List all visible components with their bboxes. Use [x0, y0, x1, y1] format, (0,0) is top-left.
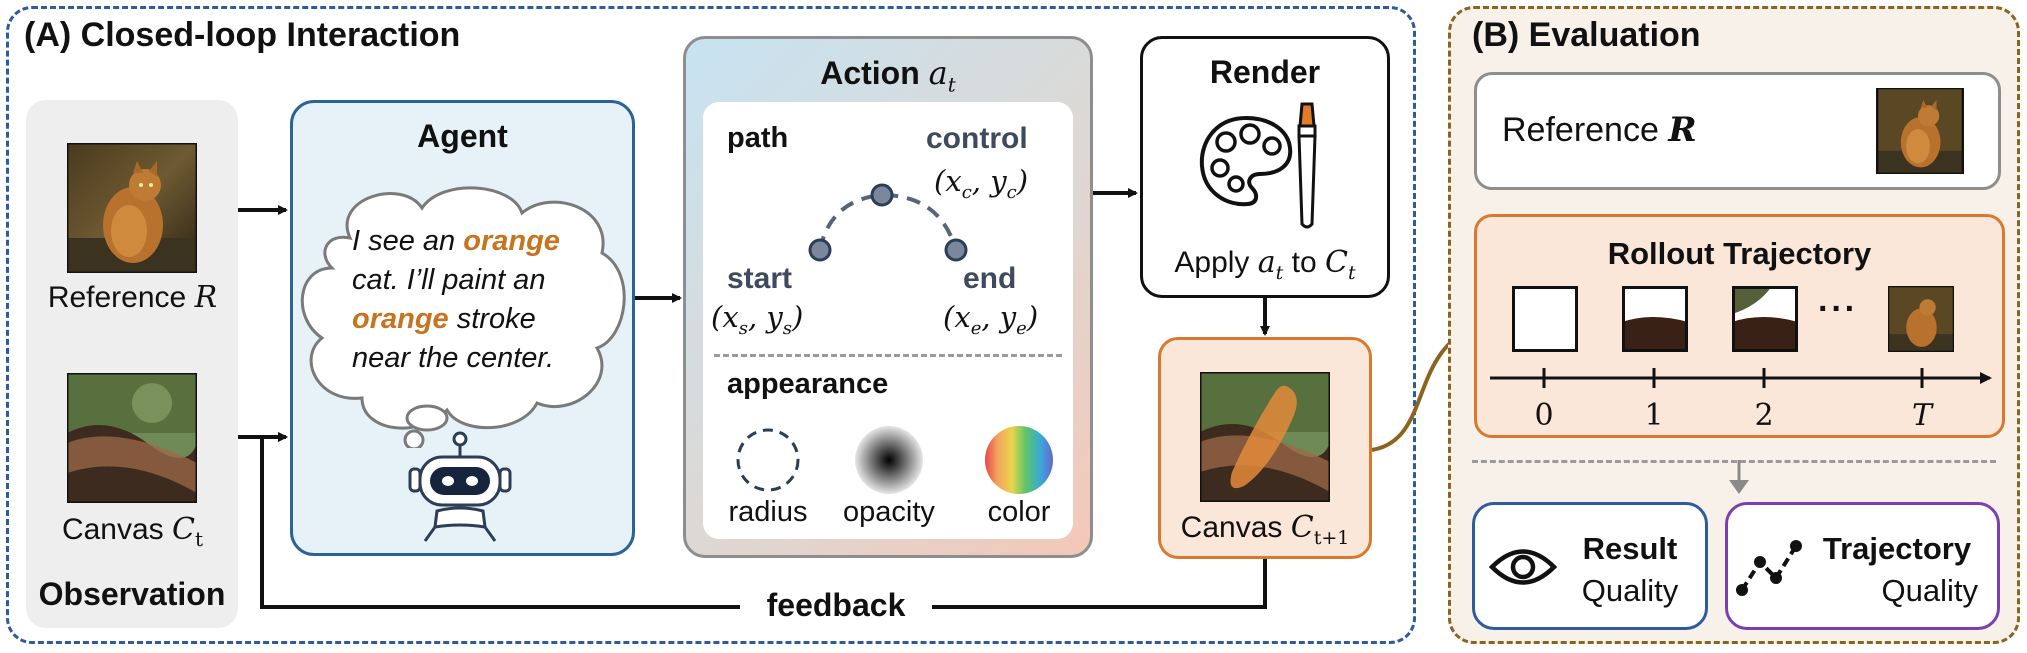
action-divider — [714, 354, 1062, 357]
panel-b-divider — [1472, 460, 1996, 463]
tick-label-2: 2 — [1754, 398, 1774, 433]
stroke-path-diagram — [808, 183, 968, 262]
agent-thought: I see an orange cat. I’ll paint an orang… — [352, 222, 592, 378]
result-line-1: Result — [1582, 531, 1678, 566]
agent-title: Agent — [417, 118, 508, 154]
next-canvas-symbol: C — [1290, 510, 1314, 545]
tick-label-0: 0 — [1534, 398, 1554, 433]
radius-icon — [736, 428, 800, 492]
trajectory-line-1: Trajectory — [1822, 531, 1972, 566]
tick-label-t: T — [1911, 398, 1932, 433]
start-point — [808, 238, 832, 262]
reference-cat-photo — [67, 143, 197, 273]
apply-symbol: a — [1257, 245, 1276, 280]
control-point — [870, 183, 894, 207]
thought-mid: cat. I’ll paint an — [352, 264, 546, 296]
path-label: path — [727, 122, 789, 154]
color-icon — [985, 426, 1053, 494]
start-coord: (xs, ys) — [711, 300, 804, 339]
appearance-label: appearance — [727, 368, 889, 400]
rollout-ellipsis: ··· — [1818, 290, 1858, 328]
rollout-timeline-axis — [1490, 368, 1992, 388]
reference-symbol: R — [194, 280, 218, 315]
canvas-image — [67, 373, 197, 503]
palette-icon — [1199, 115, 1293, 207]
feedback-label: feedback — [766, 587, 906, 623]
opacity-label: opacity — [843, 496, 935, 528]
eval-reference-label: Reference R — [1502, 110, 1697, 150]
feedback-line-right — [932, 559, 1267, 609]
control-coord: (xc, yc) — [934, 164, 1029, 203]
render-title: Render — [1209, 54, 1321, 90]
trajectory-quality-box — [1725, 502, 2000, 630]
rollout-frame-2 — [1732, 286, 1798, 352]
eval-reference-text: Reference — [1502, 111, 1659, 149]
panel-a — [6, 6, 1416, 644]
thought-cloud — [300, 186, 626, 448]
rollout-frame-0 — [1512, 286, 1578, 352]
end-coord: (xe, ye) — [943, 300, 1039, 339]
divider-down-arrow — [1729, 460, 1749, 494]
eye-icon — [1488, 549, 1558, 585]
rollout-title: Rollout Trajectory — [1607, 236, 1872, 271]
thought-post: stroke near the center. — [352, 303, 555, 374]
rollout-frame-t — [1888, 286, 1954, 352]
action-title-text: Action — [820, 55, 920, 91]
next-canvas-label-text: Canvas — [1180, 511, 1283, 544]
radius-label: radius — [728, 496, 808, 528]
opacity-icon — [855, 426, 923, 494]
eval-reference-photo — [1876, 88, 1964, 174]
trajectory-line-2: Quality — [1881, 573, 1978, 608]
brush-icon — [1297, 102, 1317, 229]
result-line-2: Quality — [1581, 573, 1679, 608]
feedback-line-left — [260, 432, 740, 609]
panel-b-title: (B) Evaluation — [1472, 16, 1701, 54]
action-title: Action at — [683, 54, 1093, 96]
thought-pre: I see an — [352, 225, 464, 257]
tick-label-1: 1 — [1644, 398, 1664, 433]
to-text: to — [1291, 246, 1317, 279]
rollout-frame-1 — [1622, 286, 1688, 352]
target-sub: t — [1347, 262, 1356, 284]
apply-text: Apply — [1174, 246, 1250, 279]
trajectory-quality-text: Trajectory Quality — [1806, 528, 1988, 612]
reference-label-text: Reference — [47, 281, 187, 314]
observation-title: Observation — [38, 576, 226, 612]
canvas-symbol: C — [172, 512, 195, 547]
next-canvas-sub: t+1 — [1313, 527, 1350, 549]
target-symbol: C — [1325, 245, 1348, 280]
thought-orange-2: orange — [352, 303, 449, 335]
action-symbol: a — [928, 54, 948, 92]
canvas-sub: t — [194, 527, 204, 551]
panel-a-title: (A) Closed-loop Interaction — [24, 16, 461, 54]
apply-sub: t — [1275, 262, 1284, 284]
start-label: start — [727, 262, 793, 295]
result-quality-text: Result Quality — [1562, 528, 1698, 612]
trajectory-icon — [1736, 540, 1802, 596]
control-label: control — [926, 122, 1028, 155]
robot-icon — [408, 431, 512, 542]
end-label: end — [963, 262, 1017, 295]
next-canvas-label: Canvas Ct+1 — [1158, 510, 1372, 549]
color-label: color — [987, 496, 1051, 528]
canvas-label-text: Canvas — [61, 513, 164, 546]
end-point — [944, 238, 968, 262]
panel-a-connectors — [238, 188, 1270, 609]
render-apply-text: Apply at to Ct — [1140, 245, 1390, 284]
next-canvas-image — [1200, 372, 1330, 502]
eval-reference-symbol: R — [1668, 110, 1697, 150]
reference-label: Reference R — [30, 280, 235, 315]
action-sub: t — [947, 72, 956, 97]
thought-orange-1: orange — [463, 225, 560, 257]
canvas-label: Canvas Ct — [30, 512, 235, 551]
